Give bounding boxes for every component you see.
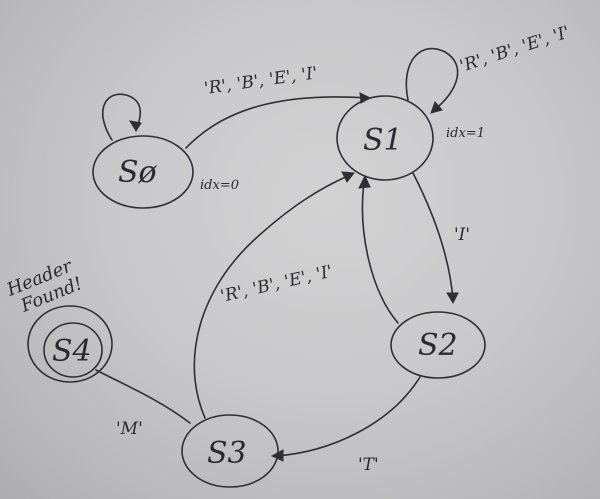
s1-index-note: idx=1	[446, 126, 485, 141]
state-s0-circle	[92, 135, 194, 209]
s2-to-s3-arrowhead	[270, 449, 284, 462]
state-s4-inner-circle	[43, 322, 103, 378]
s2-to-s3-arrow	[275, 376, 421, 457]
s1-to-s2-arrow	[412, 172, 454, 301]
s0-to-s1-arrowhead	[359, 92, 372, 104]
state-s2-circle	[390, 311, 486, 379]
s1-self-loop-label: 'R', 'B', 'E', 'I'	[457, 22, 572, 76]
s3-to-s1-arrowhead	[341, 171, 355, 183]
s1-self-loop-arrowhead	[430, 101, 443, 114]
s2-to-s3-label: 'T'	[358, 455, 379, 475]
s2-to-s1-arrowhead	[358, 174, 371, 189]
state-s4-outer-circle	[27, 305, 113, 383]
s0-index-note: idx=0	[200, 178, 239, 193]
s1-to-s2-arrowhead	[446, 292, 459, 305]
state-s4-label: S4	[52, 334, 92, 369]
state-s3-label: S3	[207, 436, 247, 471]
s3-to-s1-arrow	[193, 174, 351, 419]
s0-to-s1-arrow	[185, 96, 369, 149]
s3-to-s1-label: 'R', 'B', 'E', 'I'	[219, 262, 335, 307]
s0-to-s1-label: 'R', 'B', 'E', 'I'	[203, 63, 319, 99]
state-s1-label: S1	[363, 123, 403, 158]
state-s0-label: Sø	[118, 155, 158, 190]
state-s2-label: S2	[418, 328, 458, 363]
state-s1-circle	[336, 95, 434, 181]
s1-self-loop	[405, 47, 459, 112]
state-s3-circle	[181, 414, 279, 488]
s3-to-s4-label: 'M'	[116, 419, 143, 439]
s2-to-s1-arrow	[361, 181, 399, 324]
s0-self-loop	[101, 93, 142, 141]
s1-to-s2-label: 'I'	[454, 225, 470, 245]
s0-self-loop-arrowhead	[129, 120, 142, 132]
s3-to-s4-line	[95, 369, 191, 424]
